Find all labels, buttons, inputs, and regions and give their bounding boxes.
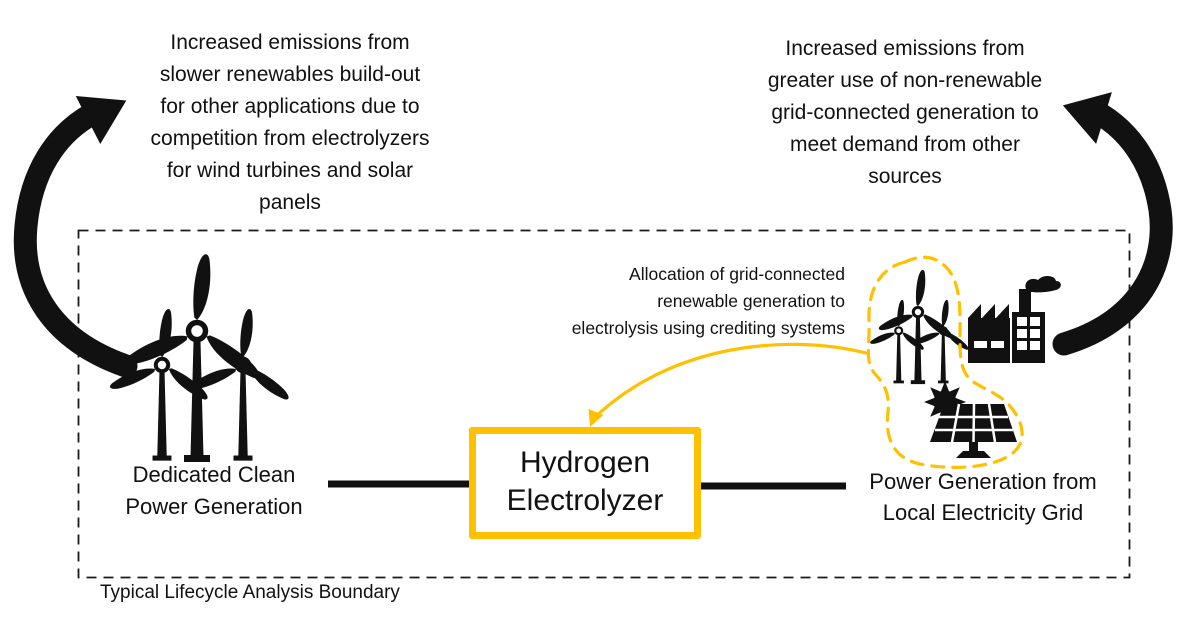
caption-line: grid-connected generation to	[771, 101, 1039, 124]
allocation-arrow	[588, 342, 868, 427]
caption-line: competition from electrolyzers	[150, 127, 430, 150]
caption-line: slower renewables build-out	[159, 63, 421, 86]
caption-line: Increased emissions from	[785, 37, 1025, 60]
hydrogen-electrolyzer-box: Hydrogen Electrolyzer	[469, 427, 701, 539]
caption-line: renewable generation to	[657, 291, 845, 311]
caption-line: greater use of non-renewable	[767, 69, 1043, 92]
emissions-arrow-right	[1052, 92, 1173, 356]
label-line: Power Generation from	[869, 469, 1097, 494]
wind-turbines-icon	[108, 253, 292, 462]
caption-line: electrolysis using crediting systems	[571, 318, 845, 338]
caption-allocation: Allocation of grid-connected renewable g…	[505, 261, 845, 342]
label-line: Local Electricity Grid	[882, 500, 1084, 525]
caption-line: sources	[868, 165, 942, 188]
lifecycle-boundary-box	[77, 229, 1131, 579]
label-line: Power Generation	[125, 494, 303, 519]
solar-panel-icon	[924, 381, 1017, 458]
label-line: Dedicated Clean	[132, 462, 296, 487]
caption-line: Allocation of grid-connected	[629, 264, 845, 284]
caption-line: panels	[259, 191, 321, 214]
lifecycle-boundary-label: Typical Lifecycle Analysis Boundary	[100, 582, 400, 603]
caption-line: meet demand from other	[790, 133, 1020, 156]
caption-top-right: Increased emissions from greater use of …	[690, 33, 1120, 193]
electrolyzer-label-line: Electrolyzer	[506, 484, 664, 517]
caption-line: for wind turbines and solar	[166, 159, 414, 182]
dedicated-clean-power-label: Dedicated Clean Power Generation	[64, 459, 364, 523]
electrolyzer-label-line: Hydrogen	[519, 446, 651, 479]
caption-line: for other applications due to	[160, 95, 420, 118]
caption-top-left: Increased emissions from slower renewabl…	[95, 27, 485, 219]
grid-power-label: Power Generation from Local Electricity …	[833, 466, 1133, 528]
credited-renewables-outline	[866, 255, 1024, 469]
factory-icon	[968, 275, 1061, 363]
emissions-arrow-left	[13, 95, 138, 378]
caption-line: Increased emissions from	[170, 31, 410, 54]
